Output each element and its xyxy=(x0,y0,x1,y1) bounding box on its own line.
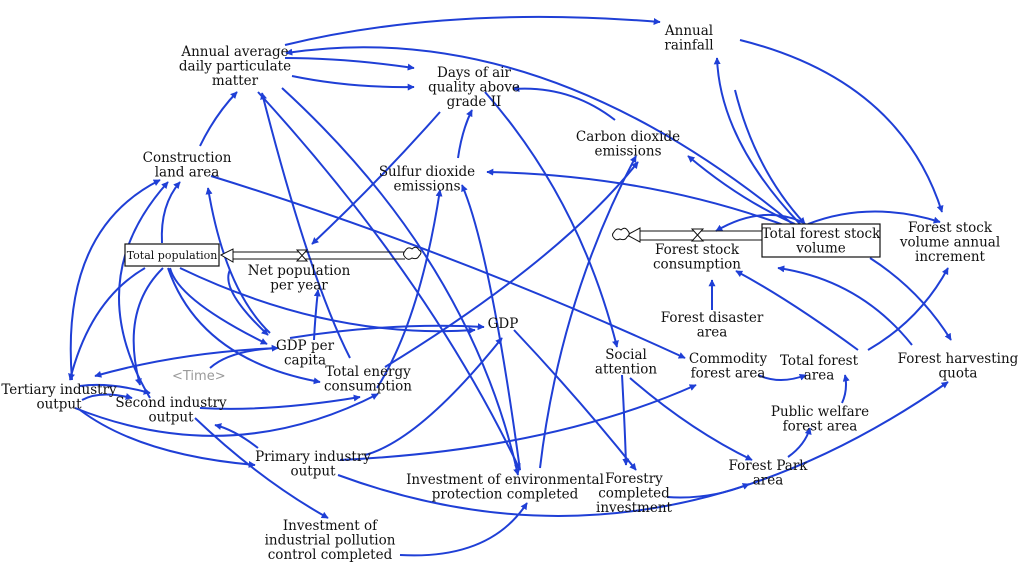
causal-link xyxy=(79,383,151,395)
time-shadow-label: <Time> xyxy=(172,369,226,384)
causal-link xyxy=(715,213,801,232)
causal-link xyxy=(169,267,268,345)
causal-link xyxy=(869,257,952,341)
causal-link xyxy=(734,89,806,225)
causal-link xyxy=(194,417,329,519)
causal-link xyxy=(376,189,443,389)
causal-link xyxy=(621,374,630,466)
causal-link xyxy=(179,267,476,334)
causal-link xyxy=(629,377,753,461)
causal-link xyxy=(787,427,812,458)
population-flow-arrowhead xyxy=(219,248,234,263)
total-population-stock[interactable] xyxy=(124,243,220,267)
causal-link xyxy=(281,87,521,476)
causal-link xyxy=(227,269,269,336)
causal-link xyxy=(199,91,238,147)
causal-link xyxy=(539,155,637,469)
causal-link xyxy=(210,175,686,359)
causal-link xyxy=(313,289,321,341)
causal-link xyxy=(399,502,528,557)
causal-link xyxy=(484,91,619,348)
causal-link xyxy=(666,483,750,499)
causal-link xyxy=(384,161,639,368)
causal-link xyxy=(132,267,164,386)
causal-link xyxy=(284,57,415,71)
causal-link xyxy=(94,347,279,378)
causal-link xyxy=(457,109,473,159)
causal-link xyxy=(311,111,441,245)
forest-stock-flow xyxy=(612,223,881,258)
causal-link xyxy=(841,374,850,404)
causal-link xyxy=(81,393,133,401)
total-forest-stock-box[interactable] xyxy=(761,223,881,258)
causal-link xyxy=(461,184,521,471)
causal-link xyxy=(777,265,913,346)
causal-link xyxy=(291,75,415,91)
population-stock-flow: Total population xyxy=(124,243,422,267)
causal-link xyxy=(199,394,361,410)
causal-link xyxy=(167,267,321,385)
causal-link xyxy=(513,329,637,471)
causal-link xyxy=(364,337,503,456)
causal-link xyxy=(339,384,697,461)
gdp-label: GDP xyxy=(488,316,519,332)
causal-link xyxy=(68,267,146,381)
causal-link xyxy=(69,179,161,381)
causal-link xyxy=(284,15,661,46)
causal-link xyxy=(739,39,944,213)
causal-link xyxy=(74,393,379,437)
causal-link xyxy=(757,373,807,381)
causal-link xyxy=(257,91,521,471)
causal-link xyxy=(486,168,793,229)
causal-link xyxy=(260,92,351,359)
causal-link xyxy=(735,270,859,351)
causal-link xyxy=(160,181,181,244)
causal-link xyxy=(337,381,949,517)
causal-links xyxy=(68,15,952,557)
causal-link xyxy=(285,46,796,227)
causal-link xyxy=(117,181,169,399)
causal-link xyxy=(807,210,941,225)
total-population-label: Total population xyxy=(127,249,218,262)
causal-link xyxy=(687,155,796,225)
causal-link xyxy=(205,187,271,334)
population-flow-valve xyxy=(295,249,309,262)
forest-flow-cloud-icon xyxy=(612,227,630,241)
population-flow-cloud-icon xyxy=(403,246,422,260)
causal-link xyxy=(79,409,256,468)
causal-link xyxy=(867,267,949,351)
causal-link xyxy=(214,423,259,449)
forest-flow-valve xyxy=(690,228,705,242)
forest-flow-arrowhead xyxy=(625,227,641,243)
causal-link xyxy=(713,57,801,225)
causal-link xyxy=(512,85,616,121)
